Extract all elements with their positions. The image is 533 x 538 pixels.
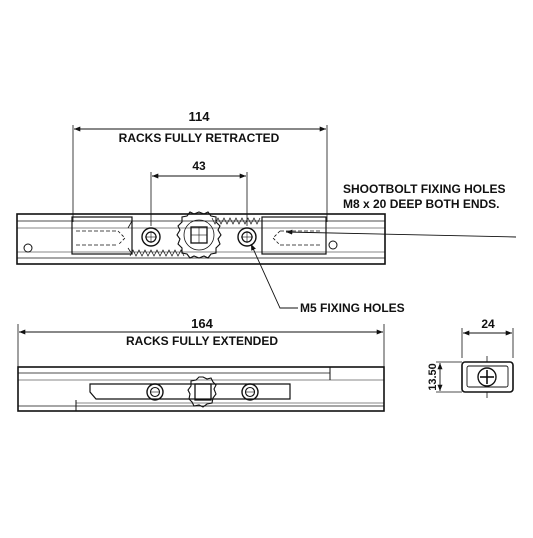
right-shootbolt-hole — [272, 230, 322, 246]
top-view-retracted — [16, 211, 386, 265]
right-end-screw — [328, 240, 338, 250]
rack-slot — [89, 383, 291, 400]
callout-m5: M5 FIXING HOLES — [250, 243, 405, 315]
extended-value: 164 — [191, 316, 213, 331]
extended-label: RACKS FULLY EXTENDED — [126, 334, 278, 348]
retracted-value: 114 — [189, 109, 211, 124]
m5-hole-right-extended — [241, 383, 259, 401]
hole-spacing-value: 43 — [192, 159, 206, 173]
m5-hole-left-extended — [146, 383, 164, 401]
dimension-hole-spacing: 43 — [150, 159, 248, 226]
retracted-label: RACKS FULLY RETRACTED — [119, 131, 280, 145]
m5-label: M5 FIXING HOLES — [300, 301, 405, 315]
right-rack — [211, 216, 327, 255]
m5-hole-right — [237, 227, 257, 247]
end-view-screw — [477, 367, 497, 387]
m5-hole-left — [141, 227, 161, 247]
left-end-screw — [23, 243, 33, 253]
end-view: 24 13.50 — [427, 317, 514, 398]
left-rack — [71, 216, 185, 257]
end-width-value: 24 — [481, 317, 495, 331]
shootbolt-label-line1: SHOOTBOLT FIXING HOLES — [343, 182, 505, 196]
dimension-extended: 164 RACKS FULLY EXTENDED — [17, 316, 385, 370]
bottom-view-extended — [17, 366, 385, 412]
gear-square-drive — [176, 211, 222, 259]
callout-shootbolt: SHOOTBOLT FIXING HOLES M8 x 20 DEEP BOTH… — [285, 182, 517, 238]
left-shootbolt-hole — [76, 230, 126, 246]
end-height-value: 13.50 — [427, 363, 439, 391]
dimension-retracted: 114 RACKS FULLY RETRACTED — [72, 109, 328, 222]
shootbolt-label-line2: M8 x 20 DEEP BOTH ENDS. — [343, 197, 500, 211]
square-drive-extended — [187, 376, 217, 408]
